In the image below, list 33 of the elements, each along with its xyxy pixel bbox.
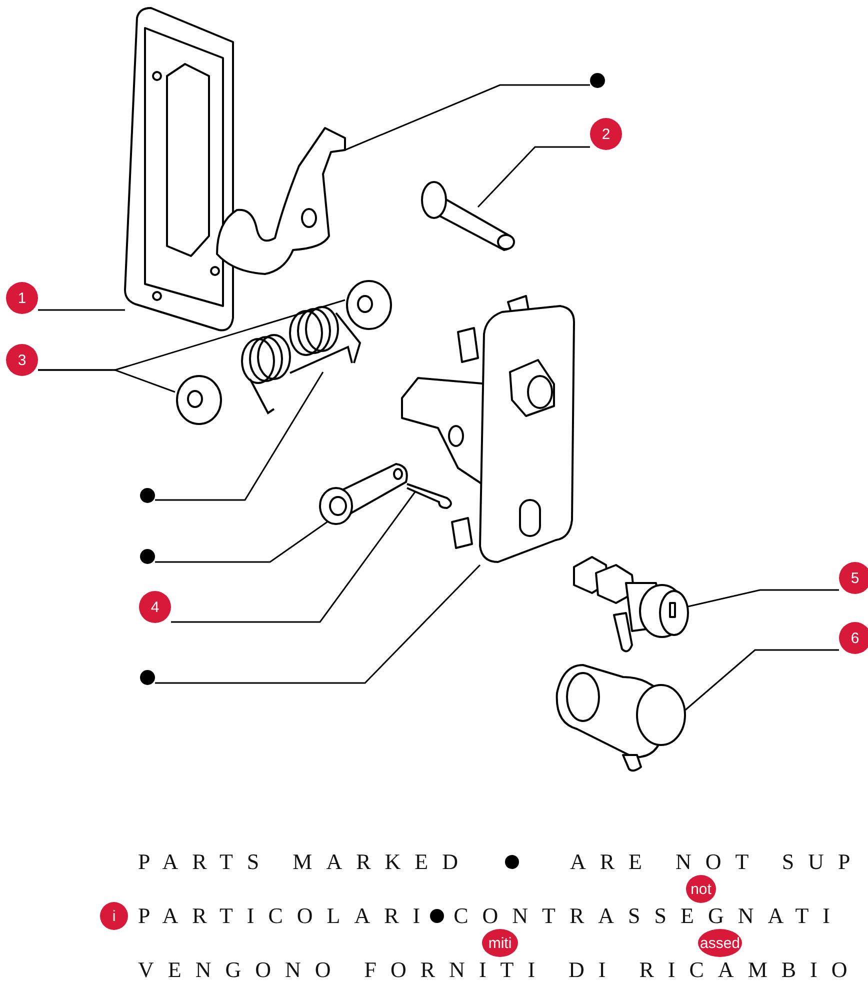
latch-lever-drawing (213, 126, 347, 276)
leader-line (38, 309, 125, 311)
leader-line (38, 369, 176, 393)
bullet-dot (140, 670, 155, 685)
callout-number: not (686, 875, 716, 903)
frame-drawing (123, 6, 237, 334)
callout-number: miti (482, 929, 518, 957)
footnote-text: VENGONO FORNITI DI RICAMBIO (138, 958, 862, 982)
callout-number: 6 (839, 622, 868, 654)
washer-drawing (173, 373, 225, 427)
pin-drawing (418, 178, 518, 252)
leader-line (171, 492, 416, 623)
washer-drawing (343, 278, 395, 332)
callout-number: 1 (6, 282, 38, 314)
footnote-text: PARTS MARKED (138, 850, 472, 874)
bullet-dot (140, 488, 155, 503)
callout-number: i (100, 902, 128, 930)
footnote-text: PARTICOLARI CONTRASSEGNATI (138, 904, 844, 928)
leader-line (155, 372, 324, 501)
bullet-dot (430, 909, 444, 923)
bullet-dot (140, 549, 155, 564)
leader-line (155, 519, 330, 563)
callout-number: 4 (139, 591, 171, 623)
callout-number: assed (698, 929, 742, 957)
leader-line (344, 84, 590, 151)
leader-line (155, 564, 481, 684)
bullet-dot (505, 855, 519, 869)
leader-line (477, 146, 590, 208)
footnote-text: ARE NOT SUP (570, 850, 864, 874)
callout-number: 5 (839, 562, 868, 594)
callout-number: 2 (590, 118, 622, 150)
callout-number: 3 (6, 344, 38, 376)
bullet-dot (590, 73, 605, 88)
